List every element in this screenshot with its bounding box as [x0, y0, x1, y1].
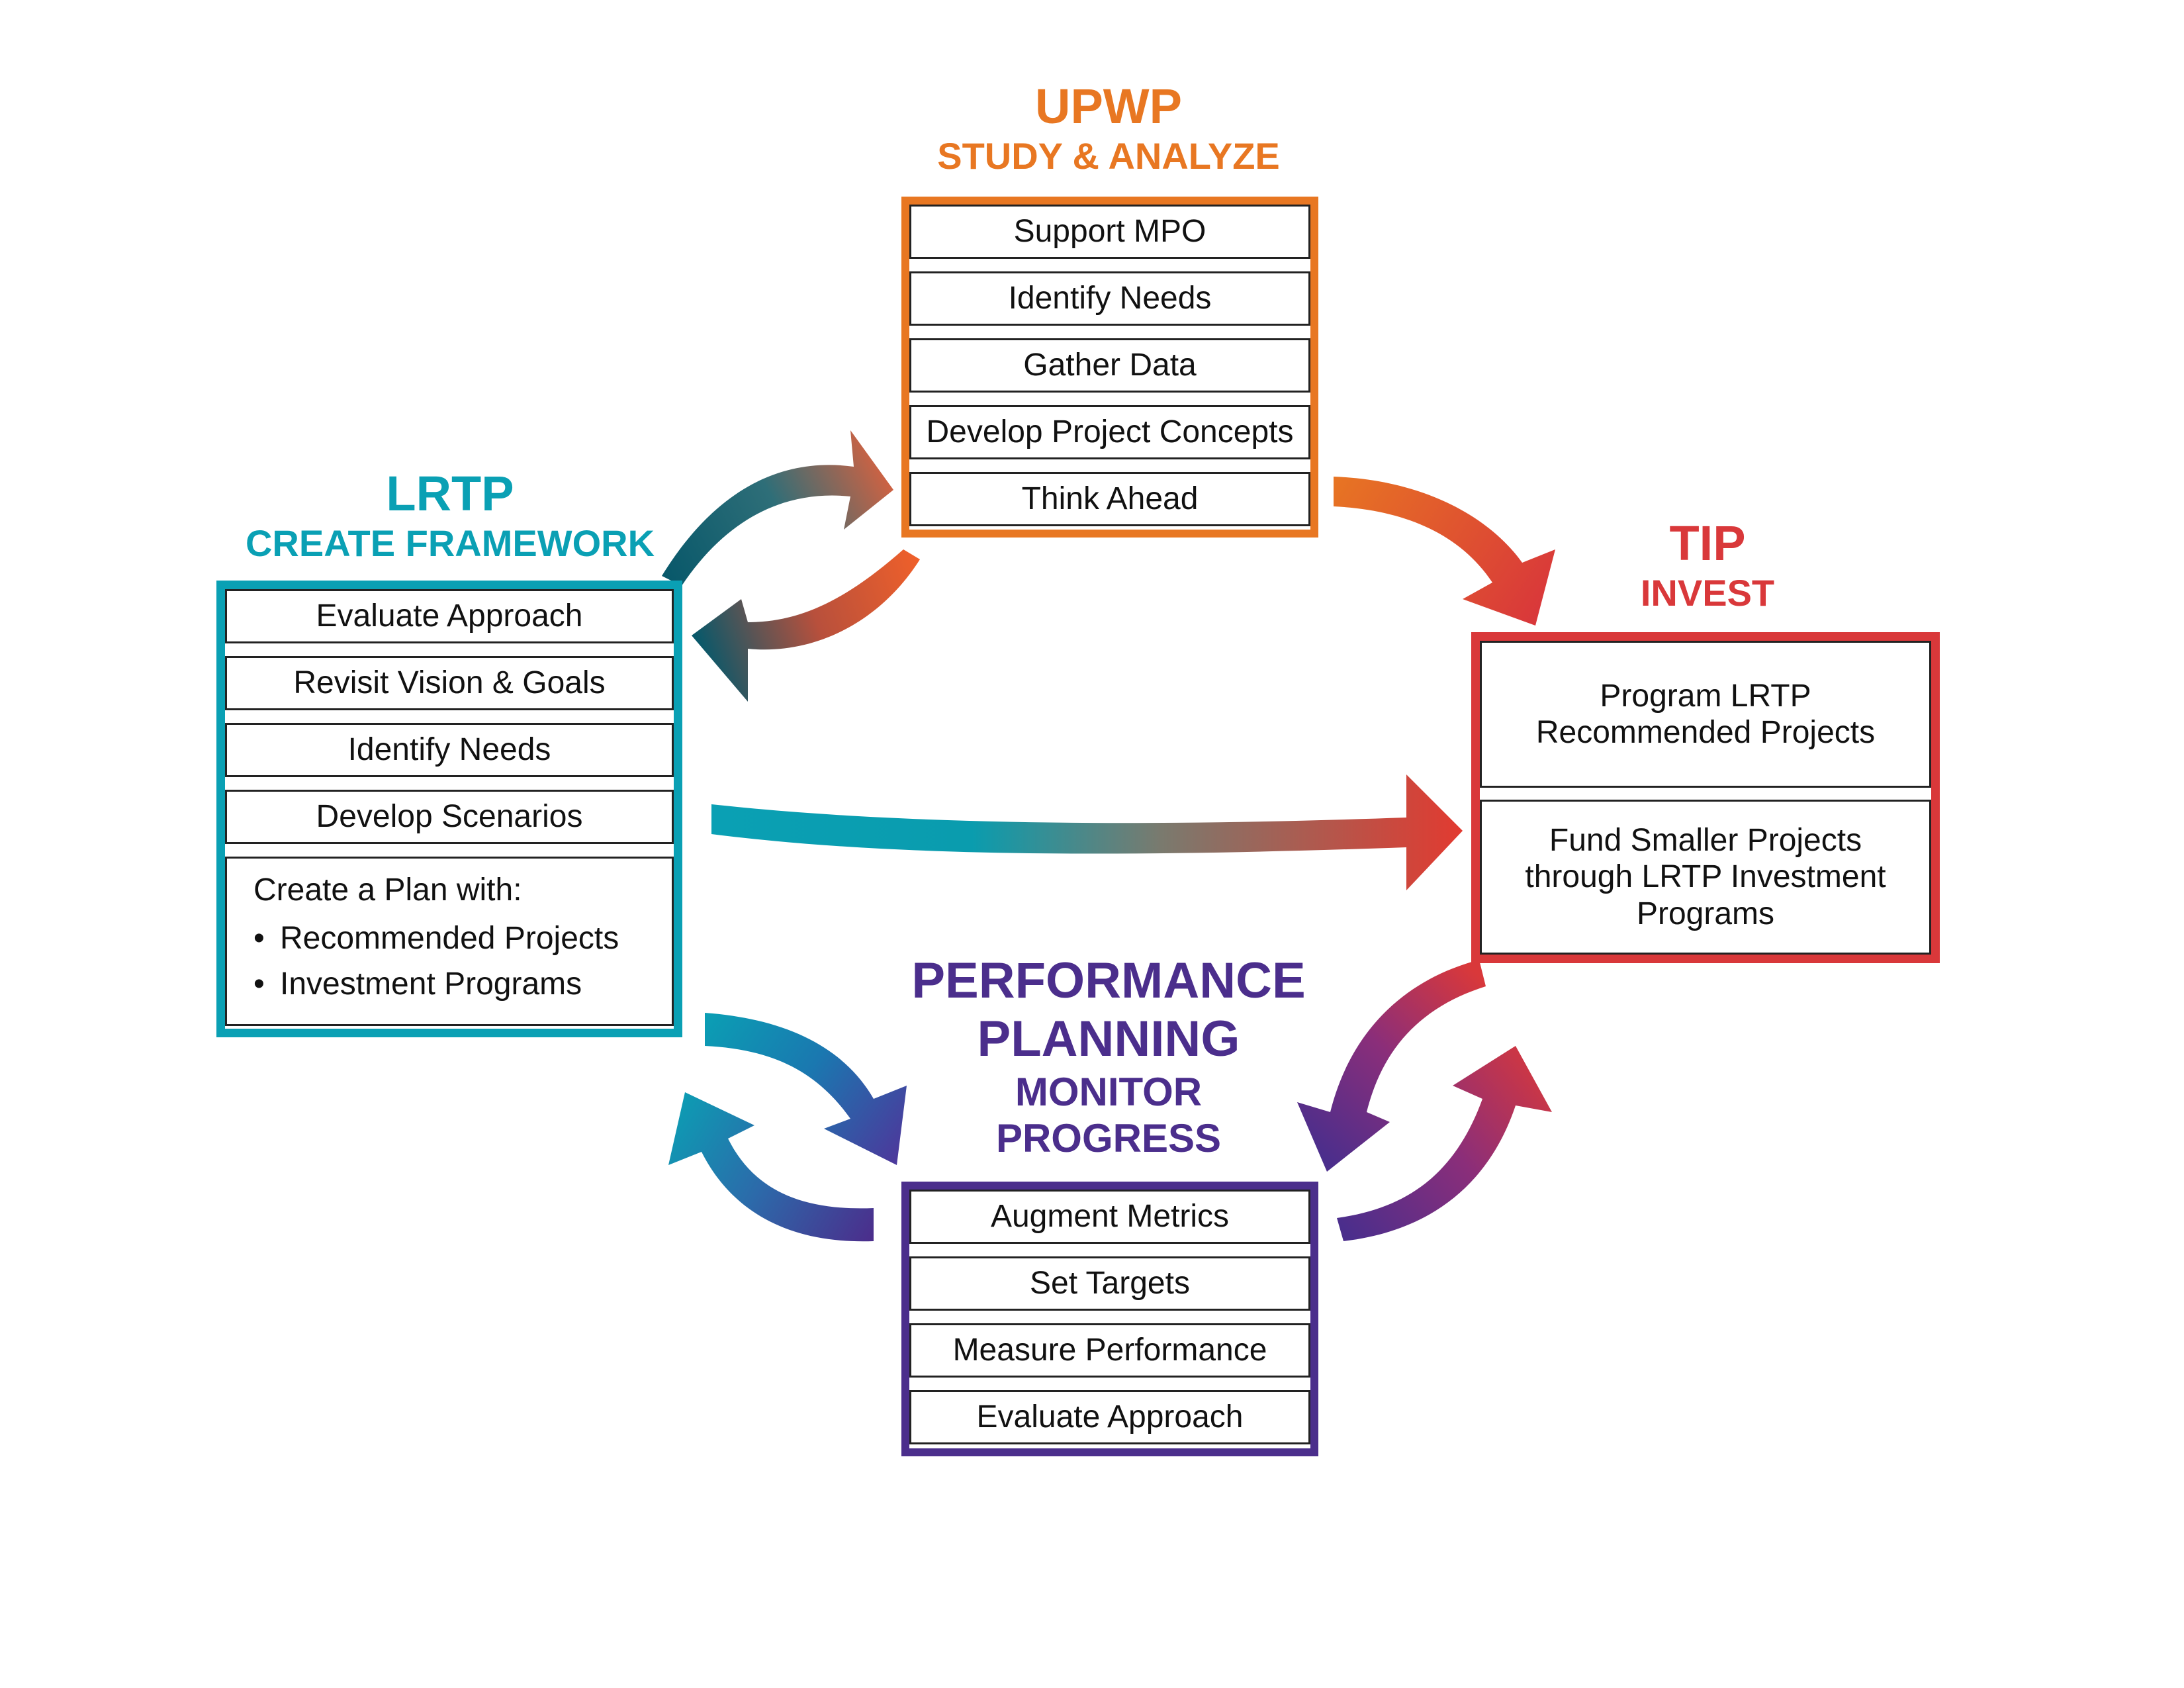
lrtp-subtitle: CREATE FRAMEWORK	[245, 522, 655, 565]
lrtp-item-develop-scenarios: Develop Scenarios	[225, 790, 674, 844]
lrtp-item-identify-needs: Identify Needs	[225, 723, 674, 777]
lrtp-plan-list: Recommended Projects Investment Programs	[253, 920, 645, 1003]
tip-item-program-lrtp-line1: Program LRTP	[1600, 678, 1811, 714]
arrow-perf-to-lrtp	[668, 1092, 874, 1242]
upwp-box: Support MPO Identify Needs Gather Data D…	[901, 197, 1318, 538]
arrow-lrtp-to-upwp	[662, 430, 893, 586]
lrtp-plan-title: Create a Plan with:	[253, 872, 522, 908]
tip-item-fund-smaller-projects: Fund Smaller Projects through LRTP Inves…	[1480, 800, 1931, 955]
tip-item-fund-line2: through LRTP Investment	[1525, 859, 1886, 895]
tip-item-fund-line1: Fund Smaller Projects	[1549, 823, 1862, 859]
performance-item-measure-performance: Measure Performance	[909, 1323, 1310, 1378]
arrow-upwp-to-lrtp	[692, 549, 920, 702]
lrtp-heading: LRTP CREATE FRAMEWORK	[199, 467, 702, 564]
lrtp-item-evaluate-approach: Evaluate Approach	[225, 589, 674, 643]
performance-item-set-targets: Set Targets	[909, 1256, 1310, 1311]
lrtp-title: LRTP	[386, 466, 514, 521]
tip-subtitle: INVEST	[1640, 572, 1775, 614]
lrtp-plan-bullet-recommended-projects: Recommended Projects	[253, 920, 645, 957]
lrtp-plan: Create a Plan with: Recommended Projects…	[225, 857, 674, 1026]
lrtp-item-revisit-vision-goals: Revisit Vision & Goals	[225, 656, 674, 710]
performance-subtitle-line2: PROGRESS	[995, 1116, 1222, 1161]
performance-title-line1: PERFORMANCE	[911, 953, 1306, 1009]
arrow-lrtp-to-perf	[705, 1013, 907, 1165]
performance-item-augment-metrics: Augment Metrics	[909, 1190, 1310, 1244]
arrow-upwp-to-tip	[1334, 477, 1555, 626]
arrow-perf-to-tip	[1337, 1046, 1552, 1241]
upwp-title: UPWP	[1035, 79, 1182, 134]
upwp-item-develop-project-concepts: Develop Project Concepts	[909, 405, 1310, 459]
upwp-item-gather-data: Gather Data	[909, 338, 1310, 393]
upwp-item-identify-needs: Identify Needs	[909, 271, 1310, 326]
tip-heading: TIP INVEST	[1555, 516, 1860, 614]
performance-box: Augment Metrics Set Targets Measure Perf…	[901, 1182, 1318, 1456]
performance-subtitle-line1: MONITOR	[1015, 1070, 1203, 1115]
upwp-item-support-mpo: Support MPO	[909, 205, 1310, 259]
tip-item-program-lrtp: Program LRTP Recommended Projects	[1480, 641, 1931, 788]
arrow-lrtp-to-tip	[711, 774, 1463, 890]
upwp-heading: UPWP STUDY & ANALYZE	[827, 79, 1390, 177]
performance-item-evaluate-approach: Evaluate Approach	[909, 1390, 1310, 1444]
tip-item-fund-line3: Programs	[1636, 896, 1775, 931]
tip-item-program-lrtp-line2: Recommended Projects	[1535, 715, 1876, 750]
lrtp-box: Evaluate Approach Revisit Vision & Goals…	[216, 581, 682, 1037]
upwp-item-think-ahead: Think Ahead	[909, 472, 1310, 526]
lrtp-plan-bullet-investment-programs: Investment Programs	[253, 966, 645, 1002]
performance-title-line2: PLANNING	[977, 1010, 1240, 1067]
performance-heading: PERFORMANCE PLANNING MONITOR PROGRESS	[827, 953, 1390, 1160]
arrow-tip-to-perf	[1297, 960, 1486, 1172]
upwp-subtitle: STUDY & ANALYZE	[937, 135, 1280, 177]
tip-title: TIP	[1669, 516, 1746, 571]
tip-box: Program LRTP Recommended Projects Fund S…	[1471, 632, 1940, 963]
